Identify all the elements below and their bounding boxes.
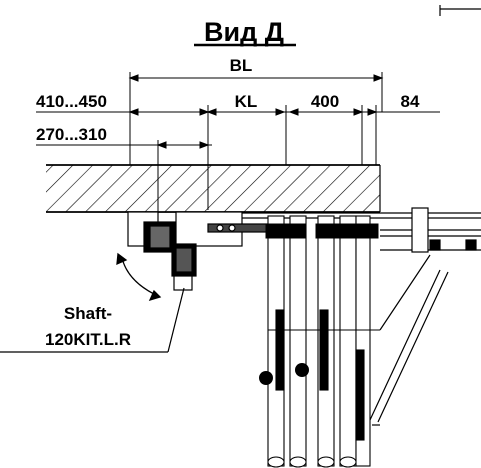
corner-symbol bbox=[439, 5, 481, 16]
wheels bbox=[259, 363, 357, 468]
callout-line2: 120KIT.L.R bbox=[45, 330, 131, 349]
dim-range-b: 270...310 bbox=[36, 125, 107, 144]
callout-line1: Shaft- bbox=[64, 304, 112, 323]
diagonal-bracket bbox=[369, 254, 449, 426]
rotation-arrow bbox=[116, 252, 162, 302]
drive-unit bbox=[127, 211, 269, 291]
dim-400: 400 bbox=[311, 92, 339, 111]
concrete-slab bbox=[46, 164, 381, 213]
view-title: Вид Д bbox=[204, 17, 284, 47]
dimension-lines bbox=[36, 72, 440, 225]
vertical-rails bbox=[267, 215, 380, 467]
dim-kl: KL bbox=[235, 92, 258, 111]
dim-bl: BL bbox=[230, 56, 253, 75]
rail-clamps bbox=[265, 223, 379, 239]
dim-range-a: 410...450 bbox=[36, 92, 107, 111]
dim-84: 84 bbox=[401, 92, 420, 111]
callout-leader bbox=[0, 287, 185, 353]
